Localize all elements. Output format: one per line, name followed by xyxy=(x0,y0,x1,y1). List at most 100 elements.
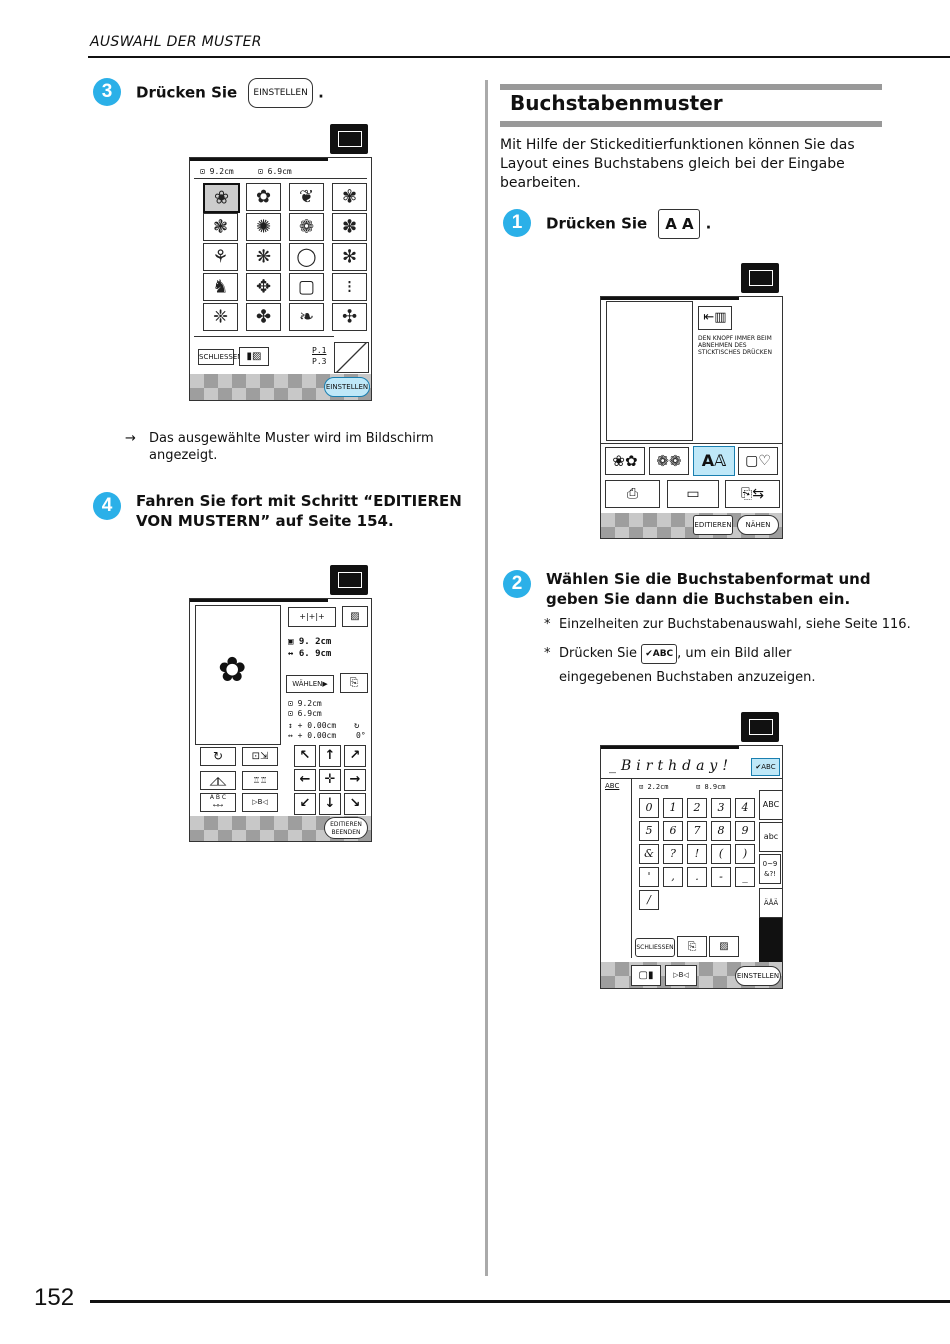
pattern-tile[interactable]: ▢ xyxy=(289,273,324,301)
close-button[interactable]: SCHLIESSEN xyxy=(198,349,243,365)
pattern-tile[interactable]: ❃ xyxy=(203,213,238,241)
pattern-tile-selected[interactable]: ❀ xyxy=(203,183,240,213)
pattern-tile[interactable]: ✥ xyxy=(246,273,281,301)
letter-spacing-button[interactable]: A B C↤↦ xyxy=(200,793,236,812)
set-button[interactable]: EINSTELLEN xyxy=(324,377,370,397)
entered-text: _Birthday! xyxy=(609,758,733,774)
pattern-tile[interactable]: ⁝ xyxy=(332,273,367,301)
pattern-tile[interactable]: ❈ xyxy=(203,303,238,331)
key[interactable]: 4 xyxy=(735,798,755,818)
pattern-tile[interactable]: ✺ xyxy=(246,213,281,241)
move-up-right-button[interactable]: ↗ xyxy=(344,745,366,767)
move-down-left-button[interactable]: ↙ xyxy=(294,793,316,815)
hoop-size-button[interactable]: ▢▮ xyxy=(631,965,661,986)
move-left-button[interactable]: ← xyxy=(294,769,316,791)
key[interactable]: 7 xyxy=(687,821,707,841)
flower-icon: ❀ xyxy=(213,187,230,209)
memory-recall-button[interactable]: ⎙ xyxy=(605,480,660,508)
pattern-tile[interactable]: ✻ xyxy=(332,243,367,271)
edit-button[interactable]: EDITIEREN xyxy=(693,515,733,535)
bouquet-icon: ✾ xyxy=(341,186,358,208)
height-readout: ▣ 9. 2cm xyxy=(288,637,332,647)
tab-accented[interactable]: ÄÅÄ xyxy=(759,888,782,918)
array-button[interactable]: ▷B◁ xyxy=(665,965,697,986)
end-edit-button[interactable]: EDITIEREN BEENDEN xyxy=(324,817,368,839)
pattern-tile[interactable]: ❧ xyxy=(289,303,324,331)
einstellen-button-inline: EINSTELLEN xyxy=(248,78,313,108)
pattern-tile[interactable]: ❋ xyxy=(246,243,281,271)
tab-uppercase[interactable]: ABC xyxy=(759,790,782,820)
sewing-frame-button[interactable]: ▨ xyxy=(342,606,368,627)
card-button[interactable]: ▭ xyxy=(667,480,719,508)
move-down-right-button[interactable]: ↘ xyxy=(344,793,366,815)
intro-paragraph: Mit Hilfe der Stickeditierfunktionen kön… xyxy=(500,137,855,191)
center-button[interactable]: ✛ xyxy=(319,769,341,791)
key[interactable]: ) xyxy=(735,844,755,864)
page-scroll-button[interactable] xyxy=(334,342,369,373)
step-1-text: Drücken Sie A A . xyxy=(546,209,711,239)
view-all-button[interactable]: ✔ABC xyxy=(751,758,780,776)
move-up-left-button[interactable]: ↖ xyxy=(294,745,316,767)
flower-icon: ✤ xyxy=(255,306,272,328)
set-button[interactable]: EINSTELLEN xyxy=(735,966,781,986)
pattern-tile[interactable]: ⚘ xyxy=(203,243,238,271)
butterfly-icon: ✺ xyxy=(255,216,272,238)
key[interactable]: ( xyxy=(711,844,731,864)
character-category-button[interactable]: A𝔸 xyxy=(693,446,735,476)
key[interactable]: ' xyxy=(639,867,659,887)
pattern-tile[interactable]: ✤ xyxy=(246,303,281,331)
tab-numbers[interactable]: 0~9 &?! xyxy=(759,854,781,884)
sewing-frame-button[interactable]: ▨ xyxy=(709,936,739,957)
pattern-tile[interactable]: ✾ xyxy=(332,183,367,211)
character-input-screen: _Birthday! ✔ABC ABC ⊡ 2.2cm ⊡ 8.9cm 0 1 … xyxy=(600,745,783,989)
key[interactable]: / xyxy=(639,890,659,910)
tab-lowercase[interactable]: abc xyxy=(759,822,782,852)
move-up-button[interactable]: ↑ xyxy=(319,745,341,767)
usb-button[interactable]: ⎘⇆ xyxy=(725,480,780,508)
key[interactable]: . xyxy=(687,867,707,887)
carriage-button[interactable]: ⇤▥ xyxy=(698,306,732,330)
key[interactable]: 6 xyxy=(663,821,683,841)
section-title: Buchstabenmuster xyxy=(510,91,723,115)
key[interactable]: 9 xyxy=(735,821,755,841)
key[interactable]: 1 xyxy=(663,798,683,818)
mirror-button[interactable]: ◿◺ xyxy=(200,771,236,790)
select-button[interactable]: WÄHLEN▶ xyxy=(286,675,334,693)
spacing-button[interactable]: ♖♖ xyxy=(242,771,278,790)
pattern-tile[interactable]: ✽ xyxy=(332,213,367,241)
pattern-tile[interactable]: ✿ xyxy=(246,183,281,211)
move-down-button[interactable]: ↓ xyxy=(319,793,341,815)
bullet-1: * Einzelheiten zur Buchstabenauswahl, si… xyxy=(544,616,911,633)
result-arrow: → xyxy=(125,431,136,446)
key[interactable]: , xyxy=(663,867,683,887)
pattern-tile[interactable]: ❁ xyxy=(289,213,324,241)
pattern-tile[interactable]: ✣ xyxy=(332,303,367,331)
array-button[interactable]: ▷B◁ xyxy=(242,793,278,812)
step-2-text: Wählen Sie die Buchstabenformat und gebe… xyxy=(546,570,871,608)
memory-button[interactable]: ⎘ xyxy=(677,936,707,957)
key[interactable]: 8 xyxy=(711,821,731,841)
sewing-frame-button[interactable]: ▮▨ xyxy=(239,347,269,366)
size-button[interactable]: ⊡⇲ xyxy=(242,747,278,766)
move-right-button[interactable]: → xyxy=(344,769,366,791)
sew-button[interactable]: NÄHEN xyxy=(737,515,779,535)
pattern-tile[interactable]: ◯ xyxy=(289,243,324,271)
pattern-tile[interactable]: ❦ xyxy=(289,183,324,211)
rotate-button[interactable]: ↻ xyxy=(200,747,236,766)
key[interactable]: ? xyxy=(663,844,683,864)
key[interactable]: 0 xyxy=(639,798,659,818)
frame-pattern-button[interactable]: ❁❁ xyxy=(649,447,689,475)
key[interactable]: ! xyxy=(687,844,707,864)
key[interactable]: 3 xyxy=(711,798,731,818)
key[interactable]: 5 xyxy=(639,821,659,841)
close-button[interactable]: SCHLIESSEN xyxy=(635,938,675,957)
pattern-category-button[interactable]: ❀✿ xyxy=(605,447,645,475)
key[interactable]: 2 xyxy=(687,798,707,818)
key[interactable]: - xyxy=(711,867,731,887)
key[interactable]: & xyxy=(639,844,659,864)
bullet-2-post: , um ein Bild aller eingegebenen Buchsta… xyxy=(559,646,816,685)
pattern-tile[interactable]: ♞ xyxy=(203,273,238,301)
key[interactable]: _ xyxy=(735,867,755,887)
frame-shape-button[interactable]: ▢♡ xyxy=(738,447,778,475)
memory-button[interactable]: ⎘ xyxy=(340,673,368,693)
